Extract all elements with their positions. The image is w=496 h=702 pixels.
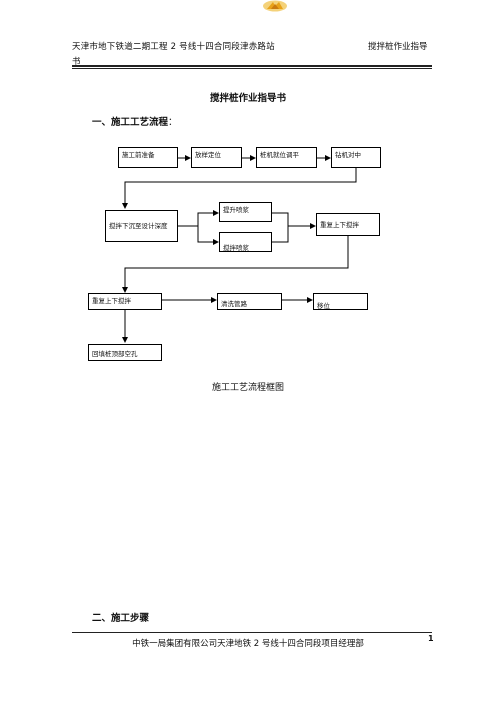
header-rule-thin [72, 68, 432, 69]
page-number: 1 [428, 634, 434, 643]
connector-b7-merge [272, 226, 289, 243]
flowchart-caption: 施工工艺流程框图 [211, 383, 284, 393]
section-1-heading: 一、施工工艺流程： [92, 114, 178, 128]
flow-box-mix-sinking: 搅拌下沉至设计深度 [105, 210, 178, 242]
flow-box-repeat-mixing-2: 重复上下搅拌 [88, 293, 162, 310]
flow-box-mix-spray: 搅拌喷浆 [219, 232, 272, 252]
header-rule [72, 65, 432, 67]
header-project-title: 天津市地下铁道二期工程 2 号线十四合同段津赤路站 [72, 42, 275, 52]
flow-box-relocate: 移位 [313, 293, 368, 310]
flow-box-drill-alignment: 钻机对中 [331, 147, 381, 168]
arrow-split-b7 [197, 226, 219, 245]
arrow-split-b6 [197, 210, 219, 226]
flow-box-prep: 施工前准备 [118, 147, 178, 168]
section-2-heading: 二、施工步骤 [92, 613, 150, 624]
flow-box-backfill: 回填桩顶部空孔 [88, 344, 162, 361]
section-1-colon: ： [168, 117, 178, 128]
flow-box-clean-pipes: 清洗管路 [217, 293, 282, 310]
document-title: 搅拌桩作业指导书 [209, 93, 286, 104]
flow-box-rig-leveling: 桩机就位调平 [256, 147, 317, 168]
company-logo [263, 0, 287, 12]
flow-box-lift-spray: 提升喷浆 [219, 202, 272, 222]
connector-b6-merge [272, 212, 289, 226]
flow-box-repeat-mixing: 重复上下搅拌 [316, 213, 380, 236]
footer-rule [72, 632, 432, 633]
header-document-name-wrap: 书 [72, 57, 81, 67]
section-1-title: 一、施工工艺流程 [92, 117, 169, 128]
flow-box-staking: 放样定位 [191, 147, 242, 168]
footer-organization: 中铁一局集团有限公司天津地铁 2 号线十四合同段项目经理部 [132, 639, 364, 649]
header-document-name: 搅拌桩作业指导 [368, 42, 428, 52]
